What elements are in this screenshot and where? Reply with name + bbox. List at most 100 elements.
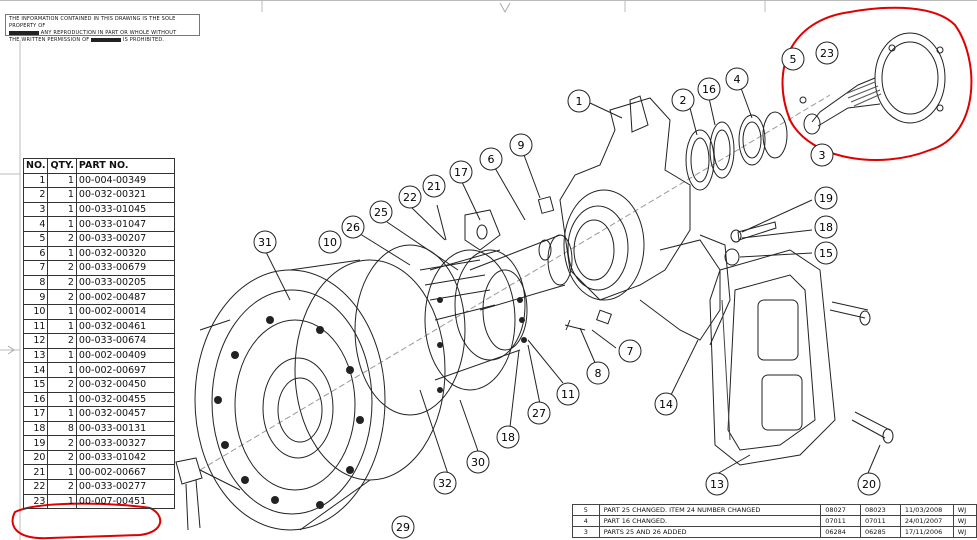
bom-cell-qty: 1	[47, 187, 77, 203]
bom-cell-no: 13	[22, 347, 49, 364]
bom-cell-no: 1	[22, 172, 49, 189]
bom-cell-no: 9	[22, 289, 49, 305]
bom-cell-no: 3	[22, 201, 49, 218]
balloon-label: 31	[258, 236, 272, 249]
bom-header-no: NO.	[22, 158, 49, 174]
balloon-callout: 18	[814, 215, 838, 239]
bom-cell-no: 20	[22, 449, 49, 466]
bom-cell-part: 00-033-00327	[75, 435, 175, 451]
balloon-label: 32	[438, 477, 452, 490]
notice-line-2: ANY REPRODUCTION IN PART OR WHOLE WITHOU…	[40, 30, 177, 36]
bom-cell-part: 00-004-00349	[75, 172, 175, 189]
bom-cell-no: 12	[22, 333, 49, 349]
bom-cell-part: 00-033-01045	[75, 201, 175, 218]
balloon-label: 17	[454, 166, 468, 179]
balloon-callout: 9	[509, 133, 533, 157]
balloon-callout: 3	[810, 143, 834, 167]
bom-cell-no: 4	[22, 216, 49, 232]
balloon-label: 15	[819, 247, 833, 260]
balloon-callout: 17	[449, 160, 473, 184]
bom-cell-part: 00-032-00461	[75, 318, 175, 335]
notice-line-3: THE WRITTEN PERMISSION OF	[9, 37, 90, 43]
bom-cell-qty: 2	[47, 230, 77, 247]
bom-cell-part: 00-002-00014	[75, 303, 175, 320]
bom-cell-part: 00-002-00667	[75, 464, 175, 481]
bom-cell-qty: 1	[47, 172, 77, 189]
balloon-label: 14	[659, 398, 673, 411]
balloon-callout: 13	[705, 472, 729, 496]
balloon-label: 13	[710, 478, 724, 491]
balloon-callout: 16	[697, 77, 721, 101]
bom-cell-part: 00-002-00409	[75, 347, 175, 364]
balloon-label: 30	[471, 456, 485, 469]
balloon-callout: 23	[815, 41, 839, 65]
bom-cell-part: 00-033-00207	[75, 230, 175, 247]
logo-mark	[9, 30, 39, 35]
bom-cell-qty: 2	[47, 289, 77, 305]
balloon-callout: 19	[814, 186, 838, 210]
balloon-label: 6	[488, 153, 495, 166]
bom-cell-part: 00-007-00451	[75, 493, 175, 510]
bom-cell-no: 11	[22, 318, 49, 335]
revision-cell-by: WJ	[952, 504, 977, 516]
bom-cell-part: 00-002-00487	[75, 289, 175, 305]
revision-cell-ecn: 07011	[820, 515, 862, 527]
bom-cell-qty: 1	[47, 201, 77, 218]
bom-cell-part: 00-002-00697	[75, 362, 175, 378]
balloon-label: 10	[323, 236, 337, 249]
balloon-callout: 29	[391, 515, 415, 539]
bom-cell-no: 17	[22, 406, 49, 422]
bom-cell-no: 14	[22, 362, 49, 378]
bom-cell-qty: 1	[47, 303, 77, 320]
revision-cell-ecn2: 06285	[860, 526, 901, 538]
balloon-callout: 31	[253, 230, 277, 254]
bom-cell-qty: 1	[47, 391, 77, 408]
revision-cell-rev: 5	[572, 504, 600, 516]
proprietary-notice: THE INFORMATION CONTAINED IN THIS DRAWIN…	[5, 14, 200, 43]
balloon-callout: 4	[725, 67, 749, 91]
bom-cell-part: 00-033-00205	[75, 274, 175, 291]
balloon-callout: 25	[369, 200, 393, 224]
balloon-label: 18	[501, 431, 515, 444]
bom-cell-no: 21	[22, 464, 49, 481]
bom-cell-qty: 2	[47, 376, 77, 393]
notice-line-4: IS PROHIBITED.	[122, 37, 165, 43]
bom-cell-qty: 1	[47, 347, 77, 364]
bom-cell-qty: 2	[47, 479, 77, 495]
revision-cell-ecn: 08027	[820, 504, 862, 516]
balloon-label: 4	[734, 73, 741, 86]
bom-cell-qty: 8	[47, 420, 77, 437]
balloon-label: 16	[702, 83, 716, 96]
bom-cell-part: 00-033-01042	[75, 449, 175, 466]
notice-line-1: THE INFORMATION CONTAINED IN THIS DRAWIN…	[9, 16, 176, 29]
balloon-callout: 11	[556, 382, 580, 406]
bom-cell-qty: 1	[47, 362, 77, 378]
bom-cell-qty: 1	[47, 318, 77, 335]
bom-cell-no: 15	[22, 376, 49, 393]
balloon-label: 1	[576, 95, 583, 108]
balloon-label: 29	[396, 521, 410, 534]
balloon-label: 9	[518, 139, 525, 152]
balloon-label: 27	[532, 407, 546, 420]
bom-cell-qty: 1	[47, 216, 77, 232]
bom-cell-qty: 2	[47, 449, 77, 466]
balloon-label: 5	[790, 53, 797, 66]
bom-cell-no: 7	[22, 260, 49, 276]
balloon-callout: 5	[781, 47, 805, 71]
balloon-callout: 2	[671, 88, 695, 112]
bom-cell-qty: 1	[47, 245, 77, 262]
bom-cell-no: 22	[22, 479, 49, 495]
balloon-label: 3	[819, 149, 826, 162]
